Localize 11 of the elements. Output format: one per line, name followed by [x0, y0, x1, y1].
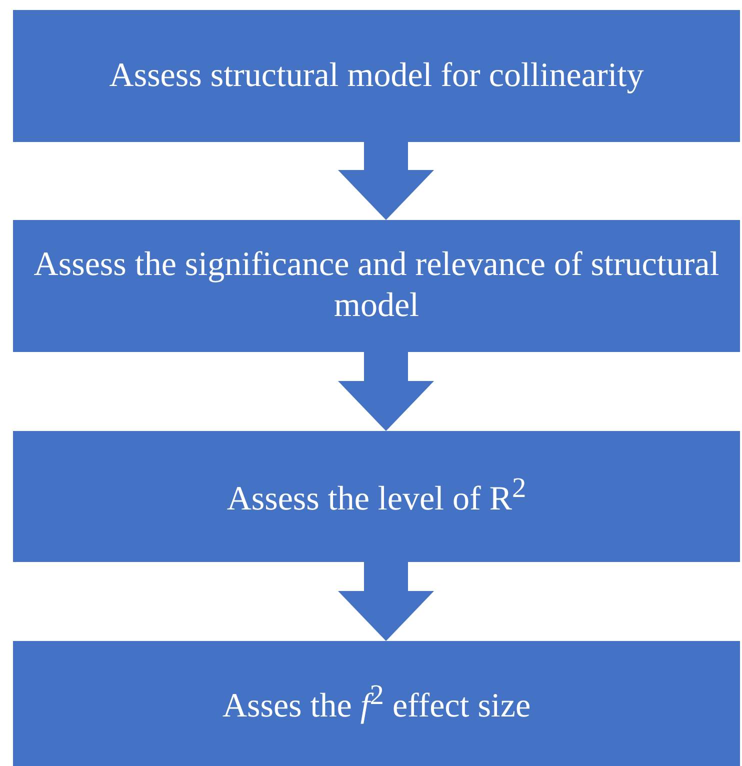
- process-box: [13, 641, 740, 766]
- step-text: Assess the level of R$^{2}$: [226, 472, 526, 520]
- block-arrow: [338, 352, 434, 431]
- process-box: [13, 220, 740, 352]
- block-arrow: [338, 142, 434, 220]
- block-arrow: [338, 562, 434, 641]
- step-text: Assess the significance and relevance of structural model: [32, 245, 720, 326]
- process-box: [13, 431, 740, 562]
- step-text: Assess structural model for collinearity: [109, 56, 644, 96]
- step-text: Asses the f$^{2}$ effect size: [222, 679, 531, 727]
- process-box: [13, 10, 740, 142]
